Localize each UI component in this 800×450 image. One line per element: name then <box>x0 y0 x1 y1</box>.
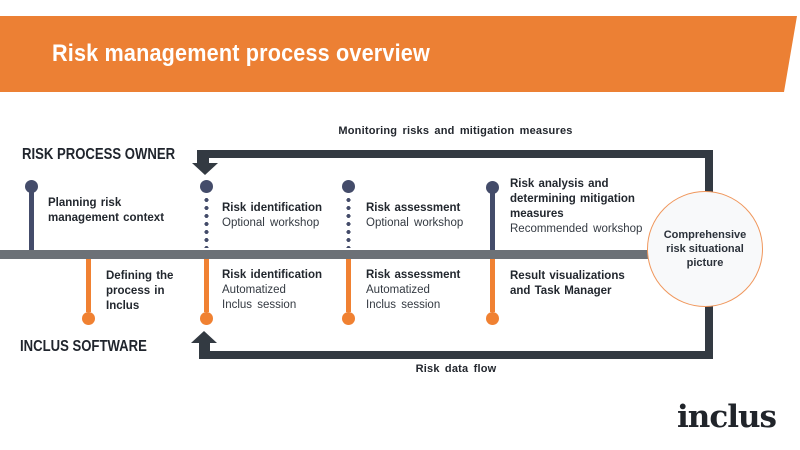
milestone-title: Defining the process in Inclus <box>106 270 174 312</box>
milestone-dot <box>81 312 95 325</box>
result-circle-label: Comprehensive risk situational picture <box>663 229 747 269</box>
milestone-connector <box>345 259 351 312</box>
milestone-title: Risk identification <box>222 269 323 281</box>
milestone-connector-dotted <box>203 196 209 248</box>
milestone-title: Planning risk management context <box>48 197 165 224</box>
milestone-risk-assessment-automatized: Risk assessment Automatized Inclus sessi… <box>366 268 460 313</box>
milestone-subtitle: Automatized Inclus session <box>222 284 297 311</box>
milestone-title: Result visualizations and Task Manager <box>510 270 625 297</box>
milestone-planning-risk: Planning risk management context <box>48 196 164 226</box>
page-title: Risk management process overview <box>52 40 430 67</box>
milestone-connector <box>85 259 91 312</box>
lane-label-inclus-software: INCLUS SOFTWARE <box>20 338 147 355</box>
monitoring-loop-caption: Monitoring risks and mitigation measures <box>338 125 573 137</box>
milestone-result-visualizations: Result visualizations and Task Manager <box>510 269 625 299</box>
monitoring-loop-top-bar <box>197 150 713 158</box>
milestone-dot <box>341 312 355 325</box>
lane-label-risk-process-owner: RISK PROCESS OWNER <box>22 146 176 163</box>
milestone-subtitle: Recommended workshop <box>510 223 643 235</box>
milestone-connector <box>489 259 495 312</box>
milestone-defining-process: Defining the process in Inclus <box>106 269 173 314</box>
timeline-bar <box>0 250 656 259</box>
milestone-risk-analysis: Risk analysis and determining mitigation… <box>510 177 642 237</box>
milestone-subtitle: Optional workshop <box>222 217 320 229</box>
milestone-dot <box>199 180 213 193</box>
milestone-subtitle: Automatized Inclus session <box>366 284 441 311</box>
milestone-title: Risk assessment <box>366 269 461 281</box>
dataflow-loop-bottom-bar <box>199 351 713 359</box>
milestone-connector <box>203 259 209 312</box>
milestone-dot <box>199 312 213 325</box>
milestone-risk-identification-automatized: Risk identification Automatized Inclus s… <box>222 268 322 313</box>
milestone-title: Risk identification <box>222 202 323 214</box>
milestone-risk-identification-workshop: Risk identification Optional workshop <box>222 201 322 231</box>
milestone-connector-dotted <box>345 196 351 248</box>
milestone-title: Risk assessment <box>366 202 461 214</box>
arrow-down-icon <box>192 163 218 175</box>
milestone-dot <box>341 180 355 193</box>
result-circle: Comprehensive risk situational picture <box>647 191 763 307</box>
milestone-dot <box>485 181 499 194</box>
milestone-connector <box>28 190 34 250</box>
milestone-dot <box>24 180 38 193</box>
milestone-subtitle: Optional workshop <box>366 217 464 229</box>
header-banner: Risk management process overview <box>0 16 797 92</box>
monitoring-loop-arrow-shaft <box>197 150 209 164</box>
dataflow-loop-caption: Risk data flow <box>415 363 497 375</box>
arrow-up-icon <box>191 331 217 343</box>
inclus-logo: inclus <box>677 399 777 435</box>
milestone-dot <box>485 312 499 325</box>
dataflow-loop-arrow-shaft <box>199 343 210 353</box>
milestone-title: Risk analysis and determining mitigation… <box>510 178 635 220</box>
milestone-connector <box>489 191 495 250</box>
milestone-risk-assessment-workshop: Risk assessment Optional workshop <box>366 201 463 231</box>
